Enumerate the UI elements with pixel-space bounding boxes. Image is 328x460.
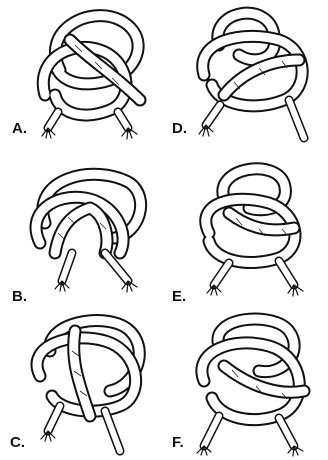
panel-label-e: E.: [172, 288, 186, 305]
panel-label-d: D.: [172, 120, 187, 137]
knot-panel-c: C.: [0, 306, 164, 459]
knot-drawing-f: [164, 306, 328, 459]
knot-drawing-e: [164, 153, 328, 306]
panel-label-c: C.: [10, 434, 25, 451]
knot-panel-e: E.: [164, 153, 328, 306]
knot-panel-a: A.: [0, 0, 164, 153]
knot-panel-d: D.: [164, 0, 328, 153]
panel-label-f: F.: [172, 434, 184, 451]
panel-label-b: B.: [12, 288, 27, 305]
knot-drawing-d: [164, 0, 328, 153]
knot-panel-b: B.: [0, 153, 164, 306]
knot-drawing-b: [0, 153, 164, 306]
knot-panel-f: F.: [164, 306, 328, 459]
panel-label-a: A.: [12, 120, 27, 137]
